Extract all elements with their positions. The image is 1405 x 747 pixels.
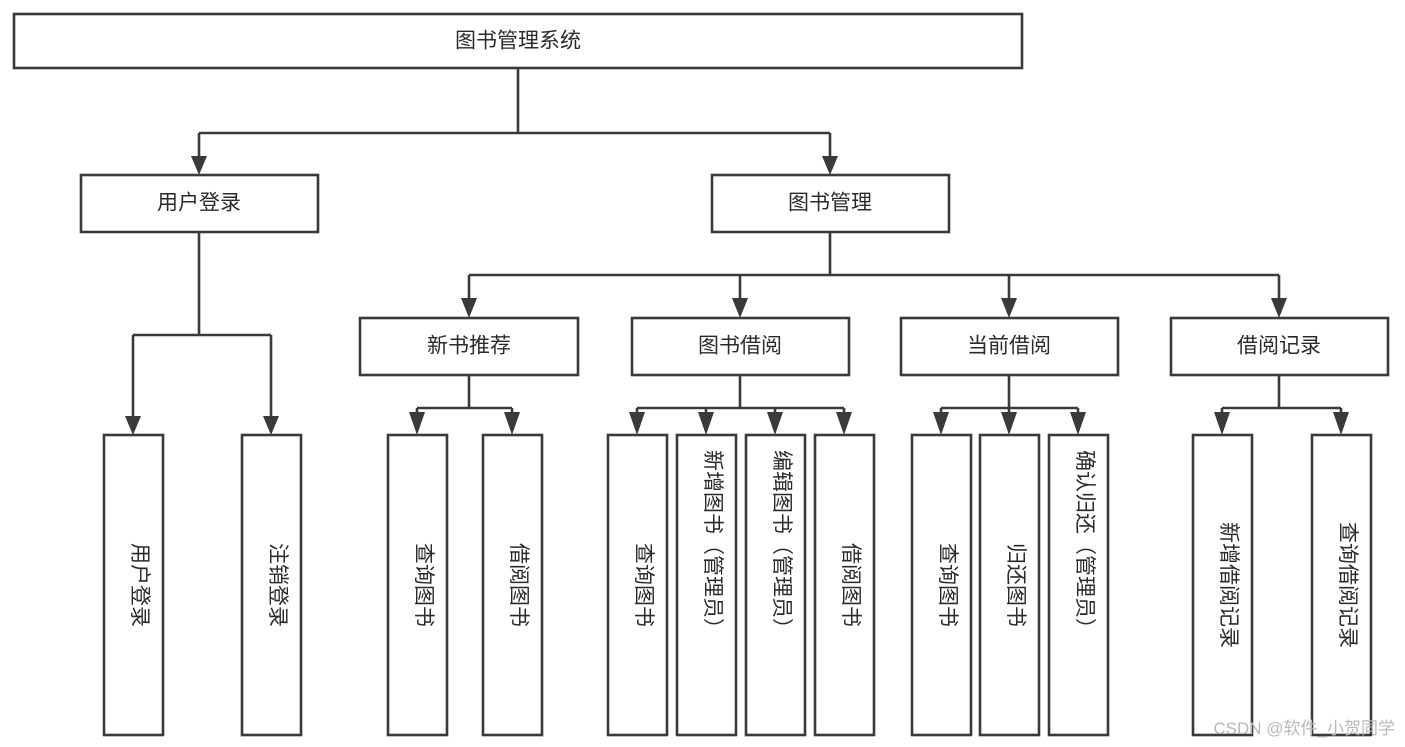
connector-layer	[125, 68, 1349, 435]
arrow-leaf-new-book-1	[409, 412, 425, 435]
leaf-book-borrow-1-box[interactable]	[606, 433, 669, 737]
node-book-manage[interactable]: 图书管理	[710, 173, 951, 234]
leaf-new-book-2-box[interactable]	[481, 433, 544, 737]
node-current-borrow-box[interactable]	[899, 316, 1120, 377]
leaf-current-borrow-3[interactable]: 确认归还（管理员）	[1047, 433, 1110, 737]
leaf-user-login-2-label: 注销登录	[266, 543, 289, 627]
leaf-book-borrow-4-label: 借阅图书	[839, 543, 862, 627]
arrow-to-current-borrow	[1001, 298, 1017, 318]
leaf-book-borrow-4-box[interactable]	[813, 433, 876, 737]
node-user-login-box[interactable]	[79, 173, 320, 234]
leaf-user-login-2-box[interactable]	[240, 433, 303, 737]
arrow-leaf-book-borrow-3	[767, 412, 783, 435]
node-new-book-recommend-label: 新书推荐	[427, 335, 511, 358]
node-borrow-record-box[interactable]	[1169, 316, 1390, 377]
leaf-book-borrow-1-label: 查询图书	[632, 543, 655, 627]
leaf-user-login-1-label: 用户登录	[128, 543, 151, 627]
leaf-current-borrow-3-label: 确认归还（管理员）	[1073, 450, 1096, 639]
arrow-leaf-book-borrow-2	[698, 412, 714, 435]
leaf-current-borrow-2-box[interactable]	[978, 433, 1041, 737]
leaf-current-borrow-1-box[interactable]	[910, 433, 973, 737]
node-book-borrow-box[interactable]	[630, 316, 851, 377]
watermark-label: CSDN @软件_小贺同学	[1213, 719, 1395, 738]
arrow-leaf-borrow-record-1	[1214, 412, 1230, 435]
node-new-book-recommend-box[interactable]	[358, 316, 580, 377]
leaf-borrow-record-1[interactable]: 新增借阅记录	[1191, 433, 1254, 737]
node-root[interactable]: 图书管理系统	[12, 12, 1024, 70]
node-user-login-label: 用户登录	[157, 192, 241, 215]
node-current-borrow[interactable]: 当前借阅	[899, 316, 1120, 377]
node-borrow-record-label: 借阅记录	[1237, 335, 1321, 358]
leaf-book-borrow-2[interactable]: 新增图书（管理员）	[675, 433, 738, 737]
arrow-leaf-current-borrow-3	[1070, 412, 1086, 435]
arrow-leaf-new-book-2	[504, 412, 520, 435]
leaf-new-book-2[interactable]: 借阅图书	[481, 433, 544, 737]
node-root-label: 图书管理系统	[455, 30, 581, 53]
leaf-book-borrow-4[interactable]: 借阅图书	[813, 433, 876, 737]
node-user-login[interactable]: 用户登录	[79, 173, 320, 234]
arrow-leaf-current-borrow-1	[933, 412, 949, 435]
leaf-new-book-1-label: 查询图书	[412, 543, 435, 627]
arrow-to-book-manage	[822, 156, 838, 175]
leaf-borrow-record-2-label: 查询借阅记录	[1336, 522, 1359, 648]
arrow-leaf-current-borrow-2	[1001, 412, 1017, 435]
leaf-current-borrow-2[interactable]: 归还图书	[978, 433, 1041, 737]
leaf-book-borrow-3-label: 编辑图书（管理员）	[770, 450, 793, 639]
leaf-user-login-1-box[interactable]	[102, 433, 165, 737]
node-borrow-record[interactable]: 借阅记录	[1169, 316, 1390, 377]
arrow-leaf-book-borrow-4	[836, 412, 852, 435]
leaf-user-login-1[interactable]: 用户登录	[102, 433, 165, 737]
node-root-box[interactable]	[12, 12, 1024, 70]
leaf-new-book-1-box[interactable]	[386, 433, 449, 737]
arrow-to-borrow-record	[1271, 298, 1287, 318]
node-book-borrow[interactable]: 图书借阅	[630, 316, 851, 377]
arrow-to-new-book	[461, 298, 477, 318]
leaf-book-borrow-1[interactable]: 查询图书	[606, 433, 669, 737]
leaf-new-book-2-label: 借阅图书	[507, 543, 530, 627]
arrow-leaf-user-login-2	[263, 416, 279, 435]
leaf-current-borrow-2-label: 归还图书	[1004, 543, 1027, 627]
node-current-borrow-label: 当前借阅	[967, 335, 1051, 358]
node-new-book-recommend[interactable]: 新书推荐	[358, 316, 580, 377]
leaf-current-borrow-1-label: 查询图书	[936, 543, 959, 627]
leaf-current-borrow-3-box[interactable]	[1047, 433, 1110, 737]
leaf-current-borrow-1[interactable]: 查询图书	[910, 433, 973, 737]
arrow-leaf-user-login-1	[125, 416, 141, 435]
leaf-book-borrow-2-label: 新增图书（管理员）	[701, 450, 724, 639]
leaf-borrow-record-2[interactable]: 查询借阅记录	[1310, 433, 1373, 737]
node-book-manage-box[interactable]	[710, 173, 951, 234]
leaf-book-borrow-2-box[interactable]	[675, 433, 738, 737]
leaf-book-borrow-3-box[interactable]	[744, 433, 807, 737]
arrow-leaf-book-borrow-1	[629, 412, 645, 435]
node-book-borrow-label: 图书借阅	[698, 335, 782, 358]
arrow-to-user-login	[191, 156, 207, 175]
leaf-borrow-record-1-box[interactable]	[1191, 433, 1254, 737]
leaf-book-borrow-3[interactable]: 编辑图书（管理员）	[744, 433, 807, 737]
arrow-leaf-borrow-record-2	[1333, 412, 1349, 435]
leaf-new-book-1[interactable]: 查询图书	[386, 433, 449, 737]
arrow-to-book-borrow	[732, 298, 748, 318]
leaf-borrow-record-2-box[interactable]	[1310, 433, 1373, 737]
leaf-borrow-record-1-label: 新增借阅记录	[1217, 522, 1240, 648]
leaf-user-login-2[interactable]: 注销登录	[240, 433, 303, 737]
node-book-manage-label: 图书管理	[788, 192, 872, 215]
